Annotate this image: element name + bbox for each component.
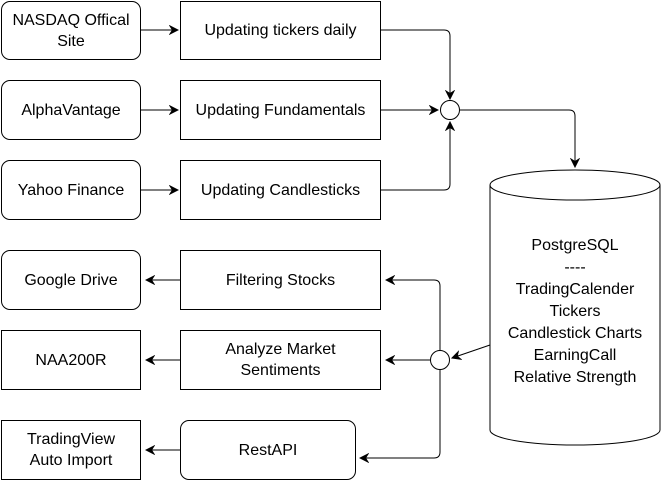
process-updating-tickers: Updating tickers daily bbox=[180, 1, 381, 60]
arrow-tickers-to-merge bbox=[381, 29, 450, 99]
database-table-candlestick-charts: Candlestick Charts bbox=[507, 325, 643, 342]
output-google-drive-label: Google Drive bbox=[24, 271, 118, 289]
output-tradingview: TradingView Auto Import bbox=[1, 420, 141, 480]
source-yahoo-finance: Yahoo Finance bbox=[1, 160, 141, 220]
database-label: PostgreSQL ---- TradingCalender Tickers … bbox=[490, 235, 660, 389]
process-updating-fundamentals-label: Updating Fundamentals bbox=[195, 101, 366, 119]
database-separator: ---- bbox=[564, 259, 586, 276]
arrow-candlesticks-to-merge bbox=[381, 122, 450, 191]
process-filtering-stocks-label: Filtering Stocks bbox=[225, 271, 336, 289]
process-updating-candlesticks: Updating Candlesticks bbox=[180, 160, 381, 220]
process-updating-tickers-label: Updating tickers daily bbox=[204, 22, 357, 39]
merge-junction-top bbox=[440, 100, 460, 120]
database-table-earning-call: EarningCall bbox=[533, 347, 617, 364]
source-alphavantage-label: AlphaVantage bbox=[21, 101, 121, 119]
database-table-relative-strength: Relative Strength bbox=[513, 369, 637, 386]
database-table-trading-calendar: TradingCalender bbox=[515, 281, 635, 298]
database-table-tickers: Tickers bbox=[549, 303, 601, 320]
process-analyze-sentiment-label: Analyze Market Sentiments bbox=[225, 341, 336, 379]
process-restapi-label: RestAPI bbox=[238, 441, 298, 459]
arrow-split-to-restapi bbox=[360, 370, 441, 458]
source-nasdaq: NASDAQ Offical Site bbox=[1, 1, 141, 60]
split-junction-bottom bbox=[430, 350, 450, 370]
database-title: PostgreSQL bbox=[531, 237, 619, 254]
process-restapi: RestAPI bbox=[180, 420, 356, 480]
arrow-split-to-filtering bbox=[386, 280, 441, 350]
process-analyze-sentiment: Analyze Market Sentiments bbox=[180, 330, 381, 390]
output-google-drive: Google Drive bbox=[1, 250, 141, 310]
database-cylinder bbox=[489, 169, 661, 446]
process-updating-fundamentals: Updating Fundamentals bbox=[180, 80, 381, 140]
output-naa200r-label: NAA200R bbox=[35, 351, 107, 369]
source-yahoo-finance-label: Yahoo Finance bbox=[17, 181, 125, 199]
source-alphavantage: AlphaVantage bbox=[1, 80, 141, 140]
output-naa200r: NAA200R bbox=[1, 330, 141, 390]
process-filtering-stocks: Filtering Stocks bbox=[180, 250, 381, 310]
arrow-database-to-split bbox=[452, 344, 491, 358]
source-nasdaq-label: NASDAQ Offical Site bbox=[12, 11, 130, 50]
process-updating-candlesticks-label: Updating Candlesticks bbox=[200, 181, 361, 199]
arrow-merge-to-database bbox=[460, 109, 575, 167]
output-tradingview-label: TradingView Auto Import bbox=[26, 431, 116, 469]
